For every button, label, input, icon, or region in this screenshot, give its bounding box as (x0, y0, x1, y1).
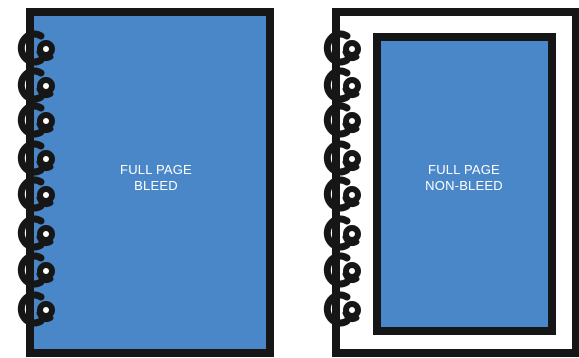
non-bleed-page (373, 33, 556, 335)
spiral-ring (17, 67, 55, 103)
spiral-binding-icon (17, 30, 55, 327)
spiral-ring (17, 252, 55, 288)
spiral-ring (17, 102, 55, 138)
spiral-ring (17, 215, 55, 251)
spiral-binding-icon (323, 30, 361, 327)
spiral-ring (323, 102, 361, 138)
bleed-label-line-1: FULL PAGE (120, 162, 192, 177)
spiral-ring (17, 140, 55, 176)
non-bleed-label-line-2: NON-BLEED (425, 178, 503, 193)
notebook-bleed: FULL PAGE BLEED (17, 8, 274, 357)
spiral-ring (323, 140, 361, 176)
spiral-ring (323, 291, 361, 327)
bleed-label-line-2: BLEED (134, 178, 178, 193)
spiral-ring (17, 30, 55, 66)
spiral-ring (323, 176, 361, 212)
spiral-ring (323, 252, 361, 288)
spiral-ring (17, 291, 55, 327)
notebook-non-bleed: FULL PAGE NON-BLEED (323, 8, 579, 357)
spiral-ring (323, 30, 361, 66)
spiral-ring (17, 176, 55, 212)
non-bleed-label-line-1: FULL PAGE (428, 162, 500, 177)
spiral-ring (323, 215, 361, 251)
spiral-ring (323, 67, 361, 103)
